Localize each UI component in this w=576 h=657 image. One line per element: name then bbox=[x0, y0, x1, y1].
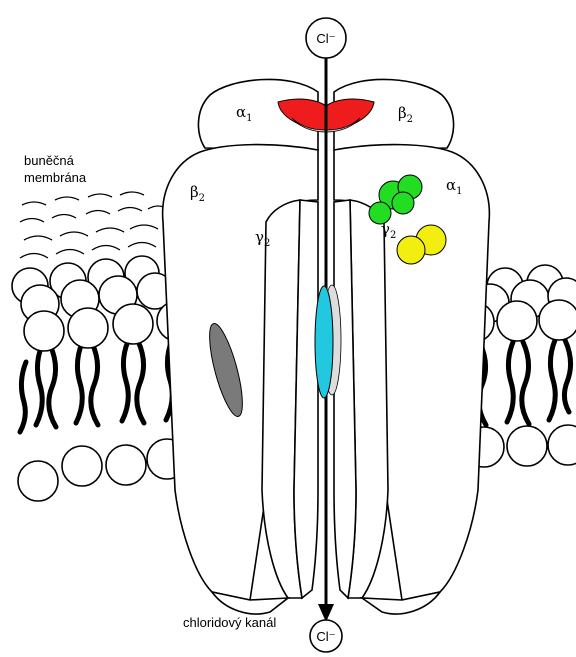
membrane-label: buněčná membrána bbox=[24, 152, 86, 186]
membrane-label-line1: buněčná bbox=[24, 152, 86, 169]
label-beta2-left: β2 bbox=[190, 183, 205, 204]
label-alpha1-top: α1 bbox=[236, 103, 253, 124]
chloride-ion-bottom-label: Cl⁻ bbox=[316, 629, 335, 644]
chloride-ion-top-label: Cl⁻ bbox=[316, 31, 335, 46]
left-membrane-hint-rows bbox=[20, 192, 168, 258]
membrane-label-line2: membrána bbox=[24, 169, 86, 186]
chloride-ion-top: Cl⁻ bbox=[306, 18, 346, 58]
pore-binding-site bbox=[315, 286, 333, 398]
label-alpha1-right: α1 bbox=[446, 176, 463, 197]
channel-label: chloridový kanál bbox=[183, 614, 276, 631]
label-gamma2-left: γ2 bbox=[255, 228, 270, 249]
chloride-ion-bottom: Cl⁻ bbox=[310, 620, 342, 652]
label-beta2-top: β2 bbox=[398, 104, 413, 125]
label-gamma2-right: γ2 bbox=[381, 220, 396, 241]
